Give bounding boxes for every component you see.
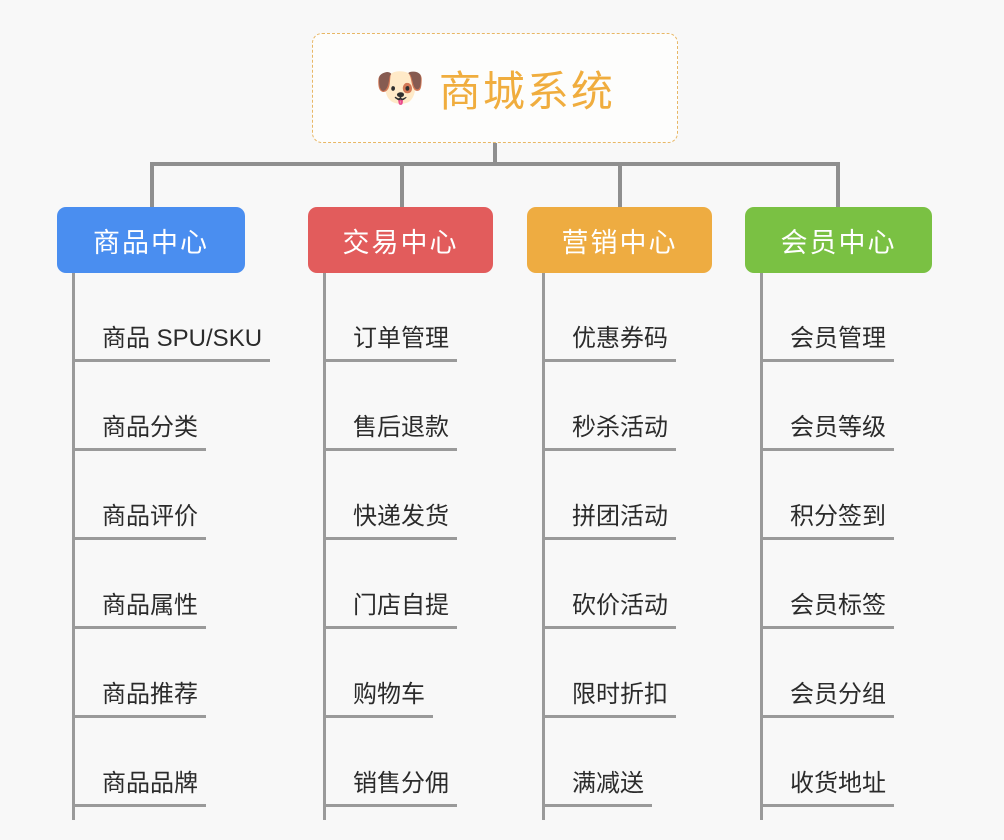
list-item[interactable]: 积分签到	[760, 451, 894, 540]
leaf-label: 拼团活动	[542, 503, 676, 540]
list-item[interactable]: 拼团活动	[542, 451, 676, 540]
list-item[interactable]: 门店自提	[323, 540, 457, 629]
leaf-label: 商品属性	[72, 592, 206, 629]
leaf-label: 快递发货	[323, 503, 457, 540]
list-item[interactable]: 收货地址	[760, 718, 894, 807]
shiba-dog-face-icon: 🐶	[375, 66, 425, 110]
list-item[interactable]: 商品属性	[72, 540, 270, 629]
category-header-transaction[interactable]: 交易中心	[308, 207, 493, 273]
leaf-list-transaction: 订单管理 售后退款 快递发货 门店自提 购物车 销售分佣	[323, 273, 457, 807]
leaf-label: 购物车	[323, 681, 433, 718]
column-spine	[760, 273, 763, 820]
category-title: 商品中心	[93, 227, 209, 258]
column-spine	[323, 273, 326, 820]
category-title: 营销中心	[561, 227, 678, 258]
leaf-label: 会员分组	[760, 681, 894, 718]
list-item[interactable]: 会员标签	[760, 540, 894, 629]
list-item[interactable]: 商品评价	[72, 451, 270, 540]
leaf-label: 满减送	[542, 770, 652, 807]
leaf-label: 商品分类	[72, 414, 206, 451]
leaf-label: 售后退款	[323, 414, 457, 451]
column-spine	[542, 273, 545, 820]
leaf-label: 商品推荐	[72, 681, 206, 718]
leaf-list-member: 会员管理 会员等级 积分签到 会员标签 会员分组 收货地址	[760, 273, 894, 807]
list-item[interactable]: 商品品牌	[72, 718, 270, 807]
category-title: 会员中心	[780, 227, 897, 258]
leaf-label: 商品品牌	[72, 770, 206, 807]
list-item[interactable]: 会员等级	[760, 362, 894, 451]
leaf-label: 门店自提	[323, 592, 457, 629]
leaf-label: 秒杀活动	[542, 414, 676, 451]
list-item[interactable]: 售后退款	[323, 362, 457, 451]
leaf-list-product: 商品 SPU/SKU 商品分类 商品评价 商品属性 商品推荐 商品品牌	[72, 273, 271, 807]
leaf-list-marketing: 优惠券码 秒杀活动 拼团活动 砍价活动 限时折扣 满减送	[542, 273, 676, 807]
category-header-product[interactable]: 商品中心	[57, 207, 245, 273]
leaf-label: 订单管理	[323, 325, 457, 362]
column-spine	[72, 273, 75, 820]
connector-drop-column-2	[400, 162, 404, 209]
list-item[interactable]: 限时折扣	[542, 629, 676, 718]
leaf-label: 商品 SPU/SKU	[72, 325, 271, 362]
list-item[interactable]: 快递发货	[323, 451, 457, 540]
leaf-label: 砍价活动	[542, 592, 676, 629]
leaf-label: 会员管理	[760, 325, 894, 362]
leaf-label: 优惠券码	[542, 325, 676, 362]
leaf-label: 收货地址	[760, 770, 894, 807]
list-item[interactable]: 购物车	[323, 629, 457, 718]
list-item[interactable]: 砍价活动	[542, 540, 676, 629]
root-node[interactable]: 🐶 商城系统	[312, 33, 678, 143]
leaf-label: 商品评价	[72, 503, 206, 540]
connector-root-stem	[493, 143, 497, 164]
list-item[interactable]: 优惠券码	[542, 273, 676, 362]
leaf-label: 销售分佣	[323, 770, 457, 807]
leaf-label: 会员等级	[760, 414, 894, 451]
connector-drop-column-1	[150, 162, 154, 209]
list-item[interactable]: 订单管理	[323, 273, 457, 362]
root-title: 商城系统	[438, 67, 615, 115]
list-item[interactable]: 会员管理	[760, 273, 894, 362]
leaf-label: 限时折扣	[542, 681, 676, 718]
list-item[interactable]: 会员分组	[760, 629, 894, 718]
connector-horizontal-bus	[150, 162, 840, 166]
category-title: 交易中心	[342, 227, 459, 258]
list-item[interactable]: 满减送	[542, 718, 676, 807]
list-item[interactable]: 秒杀活动	[542, 362, 676, 451]
leaf-label: 积分签到	[760, 503, 894, 540]
category-header-member[interactable]: 会员中心	[745, 207, 932, 273]
list-item[interactable]: 商品 SPU/SKU	[72, 273, 271, 362]
list-item[interactable]: 商品推荐	[72, 629, 270, 718]
connector-drop-column-4	[836, 162, 840, 209]
category-header-marketing[interactable]: 营销中心	[527, 207, 712, 273]
list-item[interactable]: 商品分类	[72, 362, 270, 451]
list-item[interactable]: 销售分佣	[323, 718, 457, 807]
leaf-label: 会员标签	[760, 592, 894, 629]
connector-drop-column-3	[618, 162, 622, 209]
